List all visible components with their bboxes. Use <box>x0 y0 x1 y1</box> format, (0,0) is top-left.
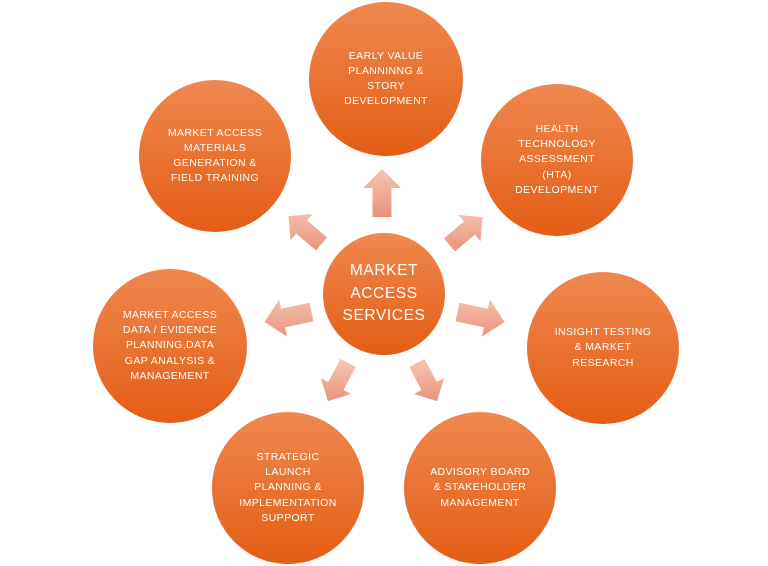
arrow-up-left-icon <box>288 214 328 251</box>
node-label: ADVISORY BOARD & STAKEHOLDER MANAGEMENT <box>430 466 530 509</box>
arrow-down-left-icon <box>320 358 356 402</box>
center-node-market-access-services: MARKET ACCESS SERVICES <box>323 233 445 355</box>
node-label: HEALTH TECHNOLOGY ASSESSMENT (HTA) DEVEL… <box>515 122 599 196</box>
arrow-left-icon <box>264 299 314 337</box>
node-label: EARLY VALUE PLANNINNG & STORY DEVELOPMEN… <box>344 49 428 108</box>
node-label: MARKET ACCESS DATA / EVIDENCE PLANNING,D… <box>122 308 218 382</box>
arrow-up-right-icon <box>443 215 483 252</box>
center-node-label: MARKET ACCESS SERVICES <box>342 262 426 325</box>
node-early-value-planning: EARLY VALUE PLANNINNG & STORY DEVELOPMEN… <box>309 2 463 156</box>
node-strategic-launch: STRATEGIC LAUNCH PLANNING & IMPLEMENTATI… <box>212 412 364 564</box>
node-label: INSIGHT TESTING & MARKET RESEARCH <box>554 326 652 369</box>
node-label: MARKET ACCESS MATERIALS GENERATION & FIE… <box>167 126 263 185</box>
arrow-down-right-icon <box>409 358 445 402</box>
node-materials-training: MARKET ACCESS MATERIALS GENERATION & FIE… <box>139 80 291 232</box>
node-advisory-board: ADVISORY BOARD & STAKEHOLDER MANAGEMENT <box>404 412 556 564</box>
node-data-evidence: MARKET ACCESS DATA / EVIDENCE PLANNING,D… <box>93 269 247 423</box>
arrow-up-icon <box>363 169 401 217</box>
node-hta-development: HEALTH TECHNOLOGY ASSESSMENT (HTA) DEVEL… <box>481 84 633 236</box>
node-insight-testing: INSIGHT TESTING & MARKET RESEARCH <box>527 272 679 424</box>
arrow-right-icon <box>455 299 505 337</box>
node-label: STRATEGIC LAUNCH PLANNING & IMPLEMENTATI… <box>239 450 337 524</box>
